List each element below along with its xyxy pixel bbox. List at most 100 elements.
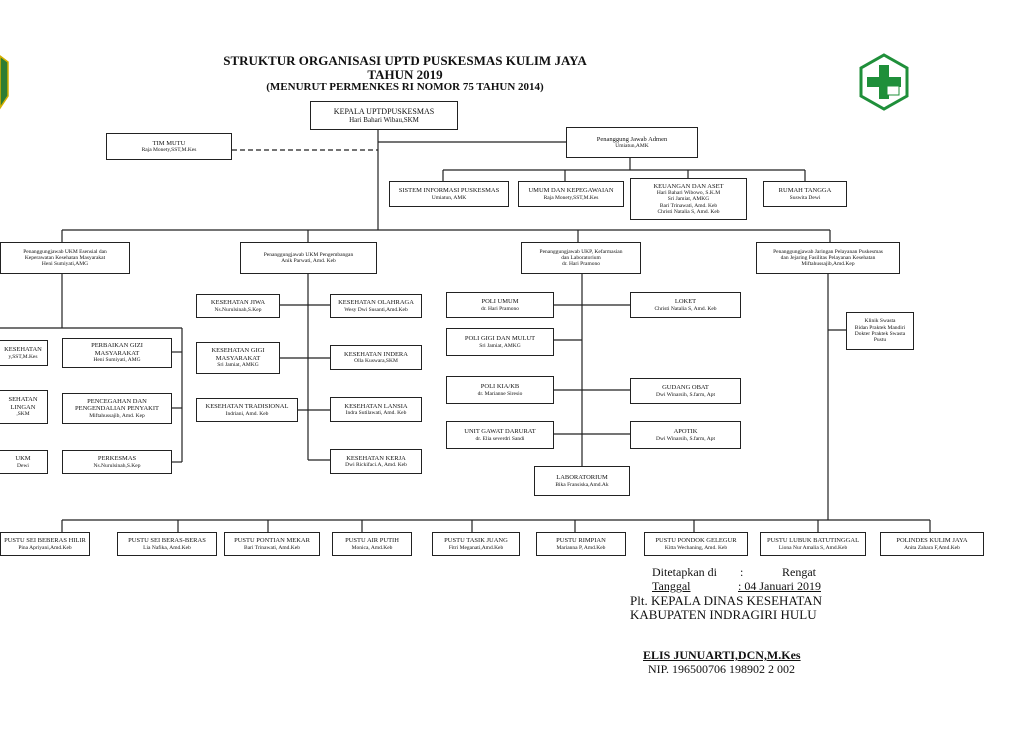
pj-title: Penanggungjawab UKM Pengembangan (263, 251, 354, 258)
pustu-title: PUSTU PONTIAN MEKAR (234, 537, 310, 545)
pustu-title: PUSTU TASIK JUANG (444, 537, 508, 545)
admin-unit-name: Hari Bahari Wibowo, S.K.M (656, 190, 721, 197)
unit-name: Wesy Dwi Susanti,Amd.Keb (344, 306, 408, 313)
unit-name: Dwi Rickifaci.A, Amd. Keb (345, 462, 407, 469)
unit-name: Ns.Nurulsinah,S.Kep (93, 462, 141, 469)
pj-title: Penanggungjawab Jaringan Pelayanan Puske… (773, 248, 883, 255)
pengembangan-unit: KESEHATAN LANSIA Indra Sutilawati, Amd. … (330, 397, 422, 422)
unit-name: dr. Elia severdri Sandi (475, 435, 525, 442)
pustu-box: PUSTU PONDOK GELEGUR Kitta Wechaning, Am… (644, 532, 748, 556)
pj-name: Heni Sumiyati,AMG (41, 261, 89, 268)
pj-admen-box: Penanggung Jawab Admen Umiatun,AMK (566, 127, 698, 158)
pustu-title: PUSTU RIMPIAN (556, 537, 606, 545)
unit-name: Miftahussajib, Amd. Kep (89, 412, 145, 419)
pj-ukp-box: Penanggungjawab UKP, Kefarmasian dan Lab… (521, 242, 641, 274)
admin-unit-name: Raja Monety,SST,M.Kes (543, 194, 599, 201)
ukp-unit: APOTIK Dwi Winarsih, S.farm, Apt (630, 421, 741, 449)
esensial-unit: SEHATAN LINGAN ,SKM (0, 390, 48, 424)
admin-unit: KEUANGAN DAN ASET Hari Bahari Wibowo, S.… (630, 178, 747, 220)
tanggal-label: Tanggal (652, 579, 691, 593)
admin-unit-title: SISTEM INFORMASI PUSKESMAS (398, 187, 500, 195)
unit-title: LABORATORIUM (556, 474, 608, 482)
unit-title: POLI UMUM (481, 298, 519, 306)
admin-unit-title: UMUM DAN KEPEGAWAIAN (528, 187, 614, 195)
pengembangan-unit: KESEHATAN KERJA Dwi Rickifaci.A, Amd. Ke… (330, 449, 422, 474)
pustu-title: PUSTU LUBUK BATUTINGGAL (766, 537, 860, 545)
admin-unit-name: Bari Trinawati, Amd. Keb (659, 202, 718, 209)
tanggal-value: : 04 Januari 2019 (738, 579, 821, 593)
unit-name: Sri Jamiat, AMKG (479, 342, 521, 349)
pj-name: Anik Parwati, Amd. Keb (281, 258, 336, 264)
unit-name: Dewi (17, 462, 29, 469)
unit-title: LOKET (674, 298, 697, 306)
unit-title: UKM (15, 455, 31, 463)
pj-jaringan-box: Penanggungjawab Jaringan Pelayanan Puske… (756, 242, 900, 274)
pj-admen-title: Penanggung Jawab Admen (596, 135, 668, 143)
unit-title: MASYARAKAT (215, 354, 261, 362)
esensial-unit: PERKESMAS Ns.Nurulsinah,S.Kep (62, 450, 172, 474)
unit-title: PERKESMAS (97, 455, 137, 463)
tim-mutu-title: TIM MUTU (152, 139, 186, 147)
unit-title: UNIT GAWAT DARURAT (464, 428, 536, 436)
pengembangan-unit: KESEHATAN GIGI MASYARAKAT Sri Jamiat, AM… (196, 342, 280, 374)
pustu-name: Pina Apriyani,Amd.Keb (18, 544, 72, 551)
pustu-box: PUSTU LUBUK BATUTINGGAL Liona Nur Amalia… (760, 532, 866, 556)
unit-name: y,SST,M.Kes (8, 353, 38, 360)
pj-admen-name: Umiatun,AMK (615, 143, 649, 150)
admin-unit: SISTEM INFORMASI PUSKESMAS Umiatun, AMK (389, 181, 509, 207)
pustu-title: PUSTU SEI BERAS-BERAS (128, 537, 206, 545)
unit-title: PENCEGAHAN DAN (87, 397, 147, 405)
ukp-unit: POLI GIGI DAN MULUT Sri Jamiat, AMKG (446, 328, 554, 356)
pustu-name: Bari Trinawati, Amd.Keb (244, 544, 300, 551)
unit-title: KESEHATAN JIWA (210, 299, 266, 307)
unit-title: PERBAIKAN GIZI (91, 342, 143, 350)
official-name: ELIS JUNUARTI,DCN,M.Kes (643, 648, 801, 662)
pj-title: dan Laboratorium (561, 254, 601, 261)
pj-name: Miftahussajib,Amd.Kep (801, 261, 855, 268)
pengembangan-unit: KESEHATAN TRADISIONAL Indriani, Amd. Keb (196, 398, 298, 422)
tim-mutu-name: Raja Monety,SST,M.Kes (141, 147, 197, 154)
unit-name: dr. Marianne Siresio (477, 390, 523, 397)
pustu-title: PUSTU SEI BEBERAS HILIR (4, 537, 86, 545)
ukp-unit: LOKET Christi Natalia S, Amd. Keb (630, 292, 741, 318)
pengembangan-unit: KESEHATAN JIWA Ns.Nurulsinah,S.Kep (196, 294, 280, 318)
office-line-1: Plt. KEPALA DINAS KESEHATAN (630, 593, 823, 608)
unit-title: KESEHATAN LANSIA (344, 402, 408, 410)
pustu-name: Anita Zahara F,Amd.Keb (904, 544, 960, 551)
unit-name: Dwi Winarsih, S.farm, Apt (656, 391, 715, 398)
admin-unit: RUMAH TANGGA Suswita Dewi (763, 181, 847, 207)
admin-unit-title: RUMAH TANGGA (778, 187, 832, 195)
esensial-unit: PENCEGAHAN DAN PENGENDALIAN PENYAKIT Mif… (62, 393, 172, 424)
pustu-box: PUSTU SEI BEBERAS HILIR Pina Apriyani,Am… (0, 532, 90, 556)
unit-title: KESEHATAN GIGI (211, 347, 265, 355)
pj-ukm-pengembangan-box: Penanggungjawab UKM Pengembangan Anik Pa… (240, 242, 377, 274)
official-nip: NIP. 196500706 198902 2 002 (648, 662, 796, 676)
puskesmas-logo (859, 53, 909, 111)
pustu-name: Monica, Amd.Keb (351, 544, 393, 551)
pustu-box: PUSTU AIR PUTIH Monica, Amd.Keb (332, 532, 412, 556)
unit-title: MASYARAKAT (94, 349, 140, 357)
pj-ukm-esensial-box: Penanggungjawab UKM Esensial dan Keperaw… (0, 242, 130, 274)
unit-name: Bika Fransiska,Amd.Ak (555, 481, 609, 488)
pj-name: dr. Hari Pramono (561, 261, 601, 268)
pengembangan-unit: KESEHATAN INDERA Olla Kuswara,SKM (330, 345, 422, 370)
unit-title: KESEHATAN (4, 346, 42, 354)
pustu-name: Marianna P, Amd.Keb (556, 544, 606, 551)
office-line-2: KABUPATEN INDRAGIRI HULU (630, 607, 817, 622)
ukp-unit: GUDANG OBAT Dwi Winarsih, S.farm, Apt (630, 378, 741, 404)
ditetapkan-label: Ditetapkan di (652, 565, 717, 579)
admin-unit-name: Sri Jamiat, AMKG (667, 196, 710, 203)
unit-name: Heni Sumiyati, AMG (93, 357, 141, 364)
unit-title: LINGAN (10, 403, 36, 411)
kepala-name: Hari Bahari Wibau,SKM (349, 116, 419, 125)
kepala-title: KEPALA UPTDPUSKESMAS (333, 106, 435, 116)
regional-emblem-logo (0, 55, 9, 110)
jejaring-line: Dokter Praktek Swasta (854, 331, 906, 337)
esensial-unit: UKM Dewi (0, 450, 48, 474)
unit-name: ,SKM (16, 411, 30, 418)
pustu-box: PUSTU PONTIAN MEKAR Bari Trinawati, Amd.… (224, 532, 320, 556)
unit-title: POLI GIGI DAN MULUT (464, 335, 536, 343)
ukp-unit: POLI UMUM dr. Hari Pramono (446, 292, 554, 318)
ditetapkan-value: Rengat (782, 565, 816, 579)
